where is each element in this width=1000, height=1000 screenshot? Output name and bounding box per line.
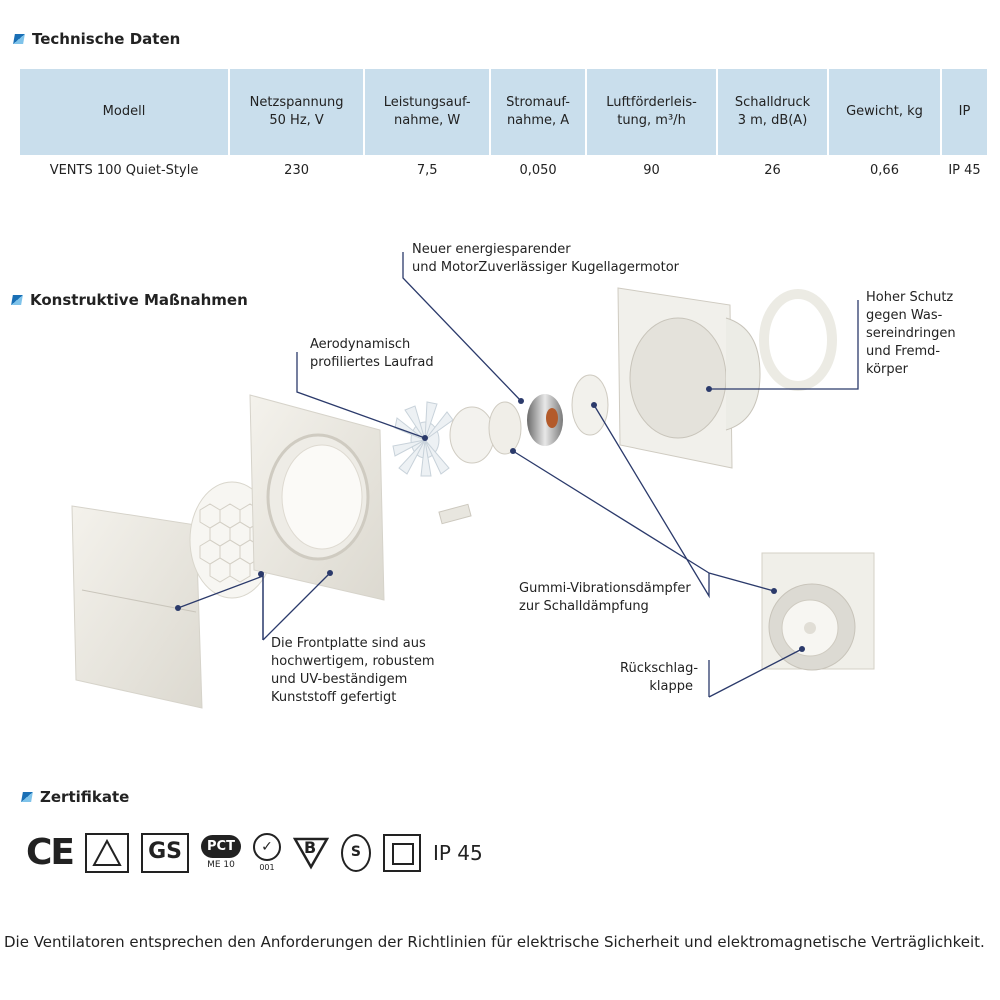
table-header-cell: Netzspannung 50 Hz, V	[230, 69, 364, 155]
table-header-line: Gewicht, kg	[846, 104, 923, 119]
double-insulation-icon	[382, 833, 421, 872]
table-header-line: 3 m, dB(A)	[737, 113, 808, 128]
leader-dots	[175, 386, 805, 652]
clip-part	[438, 503, 472, 525]
callout-laufrad: Aerodynamisch profiliertes Laufrad	[310, 337, 434, 370]
damper-ring	[488, 401, 522, 455]
callout-klappe: Rückschlag- klappe	[620, 661, 699, 694]
motor	[527, 394, 563, 446]
table-header-cell: Stromauf-nahme, A	[491, 69, 586, 155]
table-header-line: Luftförderleis-	[606, 95, 697, 110]
table-header-line: Stromauf-	[506, 95, 570, 110]
table-cell: IP 45	[948, 162, 981, 178]
callout-motor: Neuer energiesparender und MotorZuverläs…	[412, 242, 680, 275]
table-header-line: Netzspannung	[249, 95, 344, 110]
gs-mark-icon: GS	[141, 832, 190, 873]
table-cell: 230	[284, 162, 309, 178]
table-header-line: IP	[958, 104, 971, 119]
ce-mark-icon: CE	[26, 832, 75, 873]
front-panel	[249, 394, 385, 601]
table-cell: VENTS 100 Quiet-Style	[49, 162, 199, 178]
s-mark-icon: S	[340, 833, 371, 872]
table-cell: 7,5	[416, 162, 438, 178]
certificate-row: CE GS PCT ME 10 ✓ 001 B S IP 45	[26, 832, 483, 873]
section-title-design: Konstruktive Maßnahmen	[11, 291, 248, 309]
motor-cover	[449, 406, 495, 464]
table-cell: 0,66	[870, 162, 899, 178]
housing	[617, 287, 761, 469]
motor-plate	[571, 374, 609, 436]
table-header-cell: Leistungsauf-nahme, W	[365, 69, 490, 155]
pct-mark-icon: PCT ME 10	[201, 835, 241, 870]
table-header-line: Modell	[102, 104, 146, 119]
table-row: VENTS 100 Quiet-Style 230 7,5 0,050 90 26 0,66…	[20, 155, 987, 185]
exploded-fan-illustration	[71, 252, 875, 709]
table-header-line: Schalldruck	[734, 95, 811, 110]
safety-mark-icon	[85, 832, 130, 873]
table-header-line: nahme, W	[394, 113, 461, 128]
table-header-cell: Luftförderleis-tung, m³/h	[587, 69, 717, 155]
table-header-line: Leistungsauf-	[383, 95, 471, 110]
table-header-cell: Modell	[20, 69, 228, 155]
callout-front: Die Frontplatte sind aus hochwertigem, r…	[271, 636, 435, 705]
table-header-cell: IP	[942, 69, 987, 155]
section-title-tech: Technische Daten	[13, 30, 180, 48]
table-cell: 90	[643, 162, 660, 178]
table-header-line: 50 Hz, V	[269, 113, 324, 128]
footer-text: Die Ventilatoren entsprechen den Anforde…	[4, 933, 985, 951]
table-header-cell: Schalldruck 3 m, dB(A)	[718, 69, 828, 155]
table-header-cell: Gewicht, kg	[829, 69, 940, 155]
front-cover	[71, 505, 203, 709]
check-mark-icon: ✓ 001	[252, 833, 281, 872]
table-cell: 0,050	[519, 162, 557, 178]
table-header-line: tung, m³/h	[617, 113, 686, 128]
seal-ring	[759, 289, 837, 391]
callout-daempfer: Gummi-Vibrationsdämpfer zur Schalldämpfu…	[519, 581, 691, 614]
callout-schutz: Hoher Schutz gegen Was- sereindringen un…	[866, 290, 956, 377]
assembled-fan	[761, 552, 875, 671]
table-header-line: nahme, A	[506, 113, 570, 128]
bullet-icon	[21, 792, 33, 802]
table-header-row: Modell Netzspannung 50 Hz, V Leistungsauf-n…	[20, 69, 987, 155]
section-title-certs: Zertifikate	[21, 788, 129, 806]
spec-table: Modell Netzspannung 50 Hz, V Leistungsauf-n…	[18, 69, 989, 185]
impeller	[392, 401, 454, 477]
table-cell: 26	[764, 162, 781, 178]
ip-rating: IP 45	[432, 840, 483, 865]
b-mark-icon: B	[292, 835, 330, 871]
